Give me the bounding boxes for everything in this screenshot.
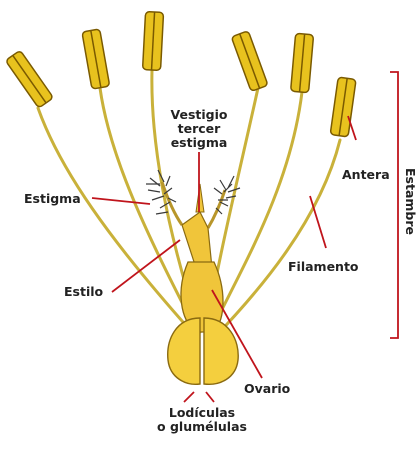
leader-estigma xyxy=(92,198,150,204)
label-antera: Antera xyxy=(342,168,390,182)
anther-2 xyxy=(82,29,110,89)
label-estambre: Estambre xyxy=(403,168,417,235)
estambre-bracket xyxy=(390,72,398,338)
label-ovario: Ovario xyxy=(244,382,290,396)
vestigial-stigma xyxy=(196,184,204,212)
filament-1 xyxy=(38,108,190,330)
leader-lodiculas-r xyxy=(206,392,214,402)
filament-6 xyxy=(214,140,340,338)
leader-lines xyxy=(92,72,398,402)
label-filamento: Filamento xyxy=(288,260,359,274)
leader-filamento xyxy=(310,196,326,248)
label-lodiculas: Lodículas o glumélulas xyxy=(157,406,247,434)
style xyxy=(182,212,212,268)
anther-1 xyxy=(5,50,53,108)
label-vestigio: Vestigio tercer estigma xyxy=(171,108,228,150)
label-estilo: Estilo xyxy=(64,285,103,299)
anther-4 xyxy=(231,31,268,92)
anther-5 xyxy=(291,33,314,92)
label-estigma: Estigma xyxy=(24,192,81,206)
lodicule-left xyxy=(168,318,200,384)
anther-3 xyxy=(143,12,164,71)
leader-lodiculas-l xyxy=(184,392,194,402)
